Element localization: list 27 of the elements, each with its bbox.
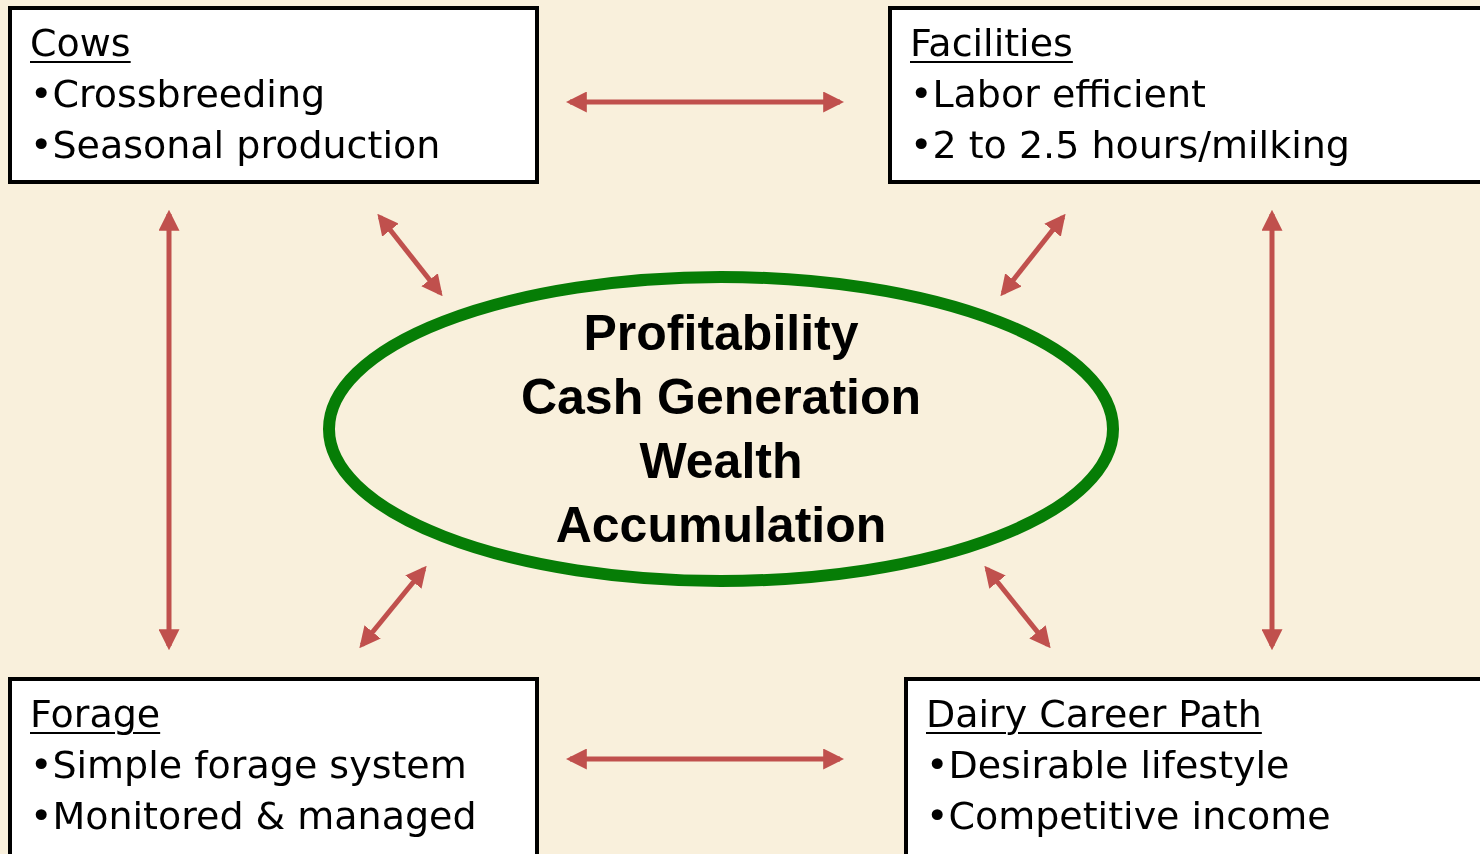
goal-text: Wealth Accumulation — [554, 432, 888, 555]
topic-box — [8, 6, 539, 184]
bullet-item: •Competitive income — [926, 793, 1332, 840]
box-heading: Forage — [30, 691, 162, 738]
bullet-item: •Seasonal production — [30, 122, 442, 169]
bullet-item: •Crossbreeding — [30, 71, 327, 118]
bullet-item: •Desirable lifestyle — [926, 742, 1291, 789]
topic-box — [8, 677, 539, 854]
goal-text: Cash Generation — [519, 368, 923, 427]
double-arrow — [984, 565, 1051, 649]
double-arrow — [565, 748, 845, 770]
box-heading: Dairy Career Path — [926, 691, 1263, 738]
topic-box — [888, 6, 1480, 184]
bullet-item: •2 to 2.5 hours/milking — [910, 122, 1351, 169]
double-arrow — [359, 565, 427, 649]
double-arrow — [1261, 209, 1283, 651]
topic-box — [904, 677, 1480, 854]
double-arrow — [565, 91, 845, 113]
double-arrow — [377, 213, 443, 297]
goal-text: Profitability — [582, 304, 860, 363]
box-heading: Cows — [30, 20, 132, 67]
double-arrow — [1000, 213, 1066, 297]
bullet-item: •Labor efficient — [910, 71, 1207, 118]
bullet-item: •Simple forage system — [30, 742, 468, 789]
bullet-item: •Monitored & managed — [30, 793, 478, 840]
box-heading: Facilities — [910, 20, 1074, 67]
double-arrow — [158, 209, 180, 651]
